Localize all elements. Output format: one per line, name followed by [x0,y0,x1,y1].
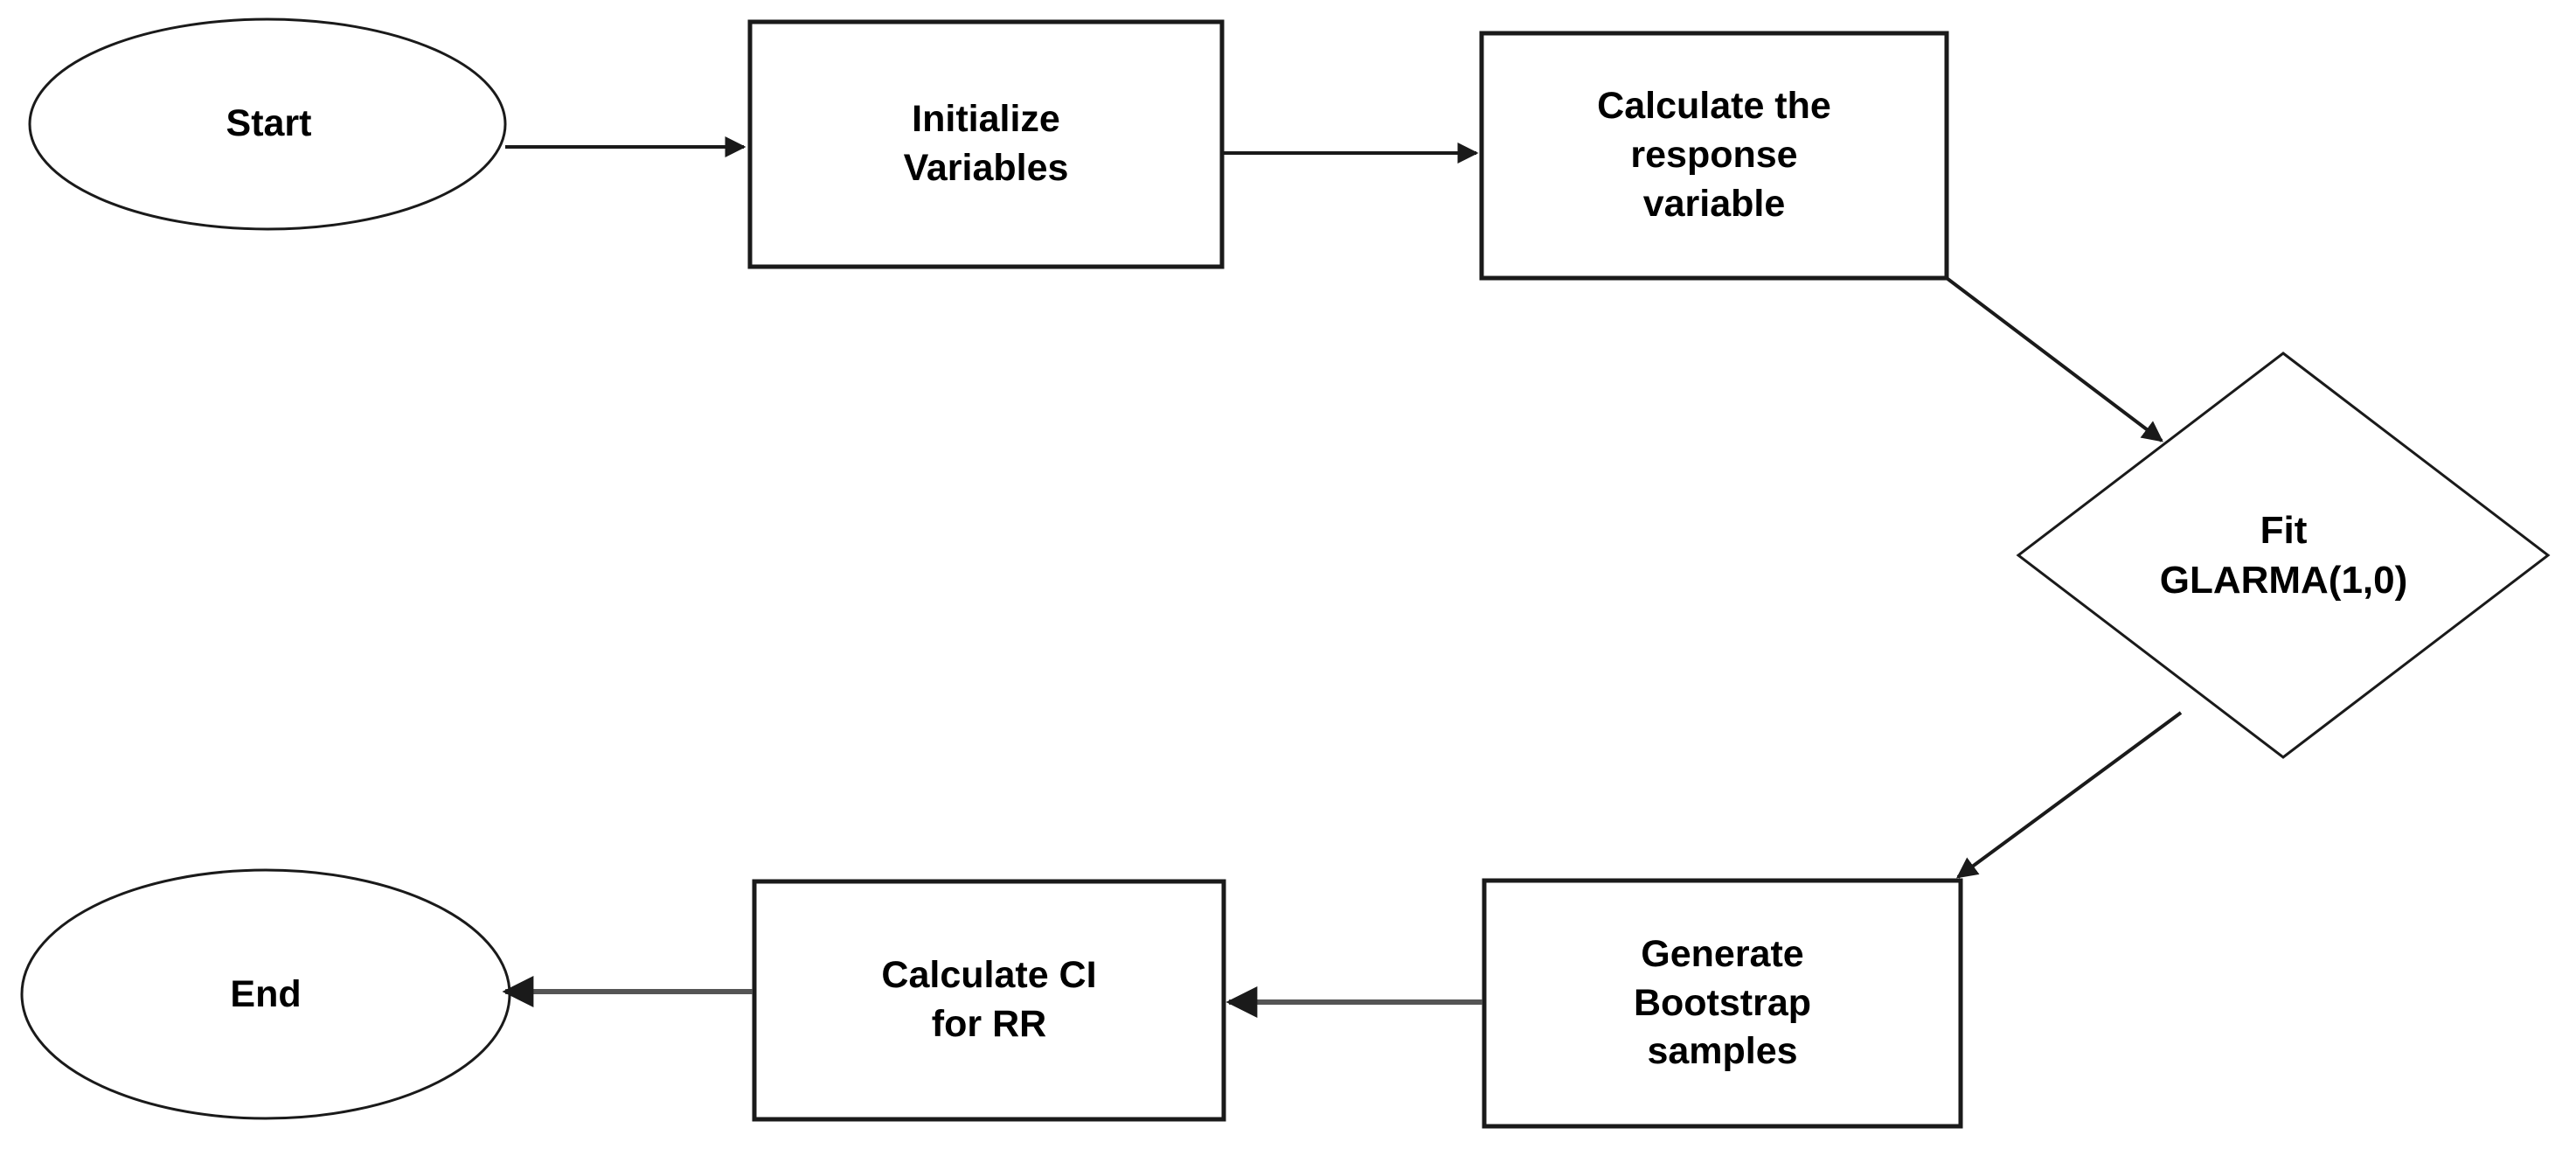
node-calculate-response-variable-shape[interactable] [1479,31,1949,281]
node-calculate-ci-for-rr-shape[interactable] [752,879,1226,1122]
node-start-shape[interactable] [28,17,507,231]
edge-calcresp-to-fit [1945,276,2163,442]
edge-fit-to-bootstrap [1956,711,2183,879]
node-initialize-variables-shape[interactable] [747,19,1225,269]
node-generate-bootstrap-samples-shape[interactable] [1482,878,1963,1129]
node-fit-glarma-shape[interactable] [2016,352,2551,759]
node-end-shape[interactable] [20,868,511,1120]
